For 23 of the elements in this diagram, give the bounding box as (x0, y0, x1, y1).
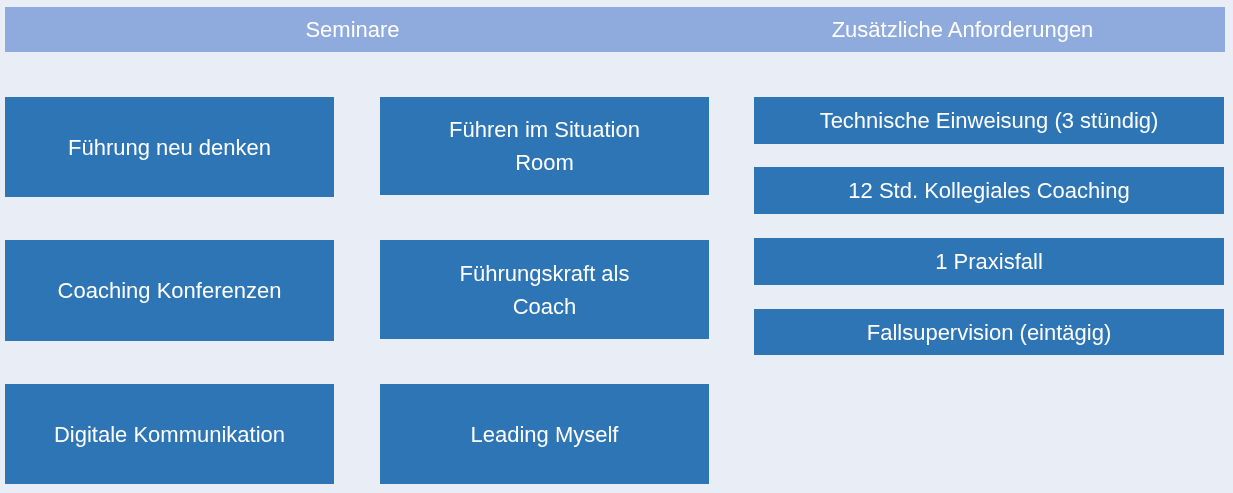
box-label: Digitale Kommunikation (53, 420, 286, 449)
seminar-box (754, 97, 1224, 144)
seminar-box (754, 167, 1224, 214)
seminar-box (5, 97, 334, 197)
box-label: Coaching Konferenzen (57, 277, 282, 305)
seminar-box (754, 238, 1224, 285)
box-label: 1 Praxisfall (935, 248, 1043, 276)
seminar-box (380, 240, 709, 339)
box-label: 12 Std. Kollegiales Coaching (848, 177, 1130, 205)
box-label: Fallsupervision (eintägig) (866, 318, 1112, 347)
seminar-box (754, 309, 1224, 355)
seminar-box (5, 240, 334, 341)
box-label: Leading Myself (470, 420, 619, 449)
box-label: Technische Einweisung (3 stündig) (819, 107, 1159, 135)
box-label: Führung neu denken (67, 133, 272, 162)
column-heading: Zusätzliche Anforderungen (830, 16, 1095, 44)
seminar-box (380, 384, 709, 484)
box-label: Führungskraft als Coach (458, 259, 631, 321)
seminar-box (380, 97, 709, 195)
seminar-box (5, 384, 334, 484)
header-band (5, 7, 1225, 52)
column-heading: Seminare (304, 16, 401, 44)
box-label: Führen im Situation Room (448, 116, 641, 177)
